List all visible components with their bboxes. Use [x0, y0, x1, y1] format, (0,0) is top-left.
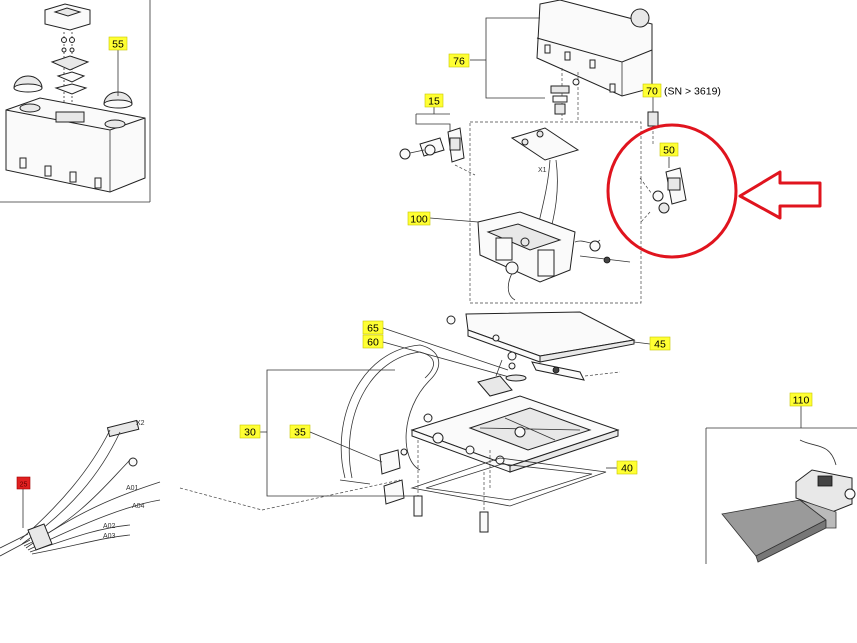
callout-45: 45 [654, 339, 666, 351]
part-70: 70 (SN > 3619) [642, 83, 721, 145]
callout-76: 76 [453, 56, 465, 68]
callout-100: 100 [410, 214, 428, 226]
wire-label-a04: A04 [132, 503, 145, 510]
mechanism-assembly-100: X1 100 [407, 121, 642, 304]
wire-label-x2: X2 [136, 420, 145, 427]
callout-65: 65 [367, 323, 379, 335]
housing-76: 76 [448, 0, 653, 120]
callout-70: 70 [646, 86, 658, 98]
callout-40: 40 [621, 463, 633, 475]
callout-30: 30 [244, 427, 256, 439]
springs-65-60: 65 60 [362, 320, 527, 382]
base-plate-40: 40 [410, 359, 638, 533]
inset-complete-pedal: 110 [705, 392, 857, 564]
callout-55: 55 [112, 39, 124, 51]
wire-label-x1: X1 [538, 167, 547, 174]
callout-35: 35 [294, 427, 306, 439]
callout-50: 50 [663, 145, 675, 157]
guard-30-35: 30 35 [239, 344, 440, 505]
cable-harness: X2 A01 A04 A02 A03 25 [0, 419, 401, 557]
highlight-circle [606, 123, 738, 259]
pedal-top-45: 45 [446, 311, 671, 381]
callout-60: 60 [367, 337, 379, 349]
callout-red: 25 [20, 482, 28, 489]
callout-110: 110 [793, 395, 810, 407]
wire-label-a02: A02 [103, 523, 116, 530]
valves-15: 15 [399, 93, 476, 176]
wire-label-a03: A03 [103, 533, 116, 540]
highlight-arrow [738, 170, 822, 220]
callout-15: 15 [428, 96, 440, 108]
part-50-highlighted: 50 [606, 123, 822, 259]
inset-housing-detail: 55 [0, 0, 151, 203]
callout-70-note: (SN > 3619) [664, 86, 721, 98]
wire-label-a01: A01 [126, 485, 139, 492]
